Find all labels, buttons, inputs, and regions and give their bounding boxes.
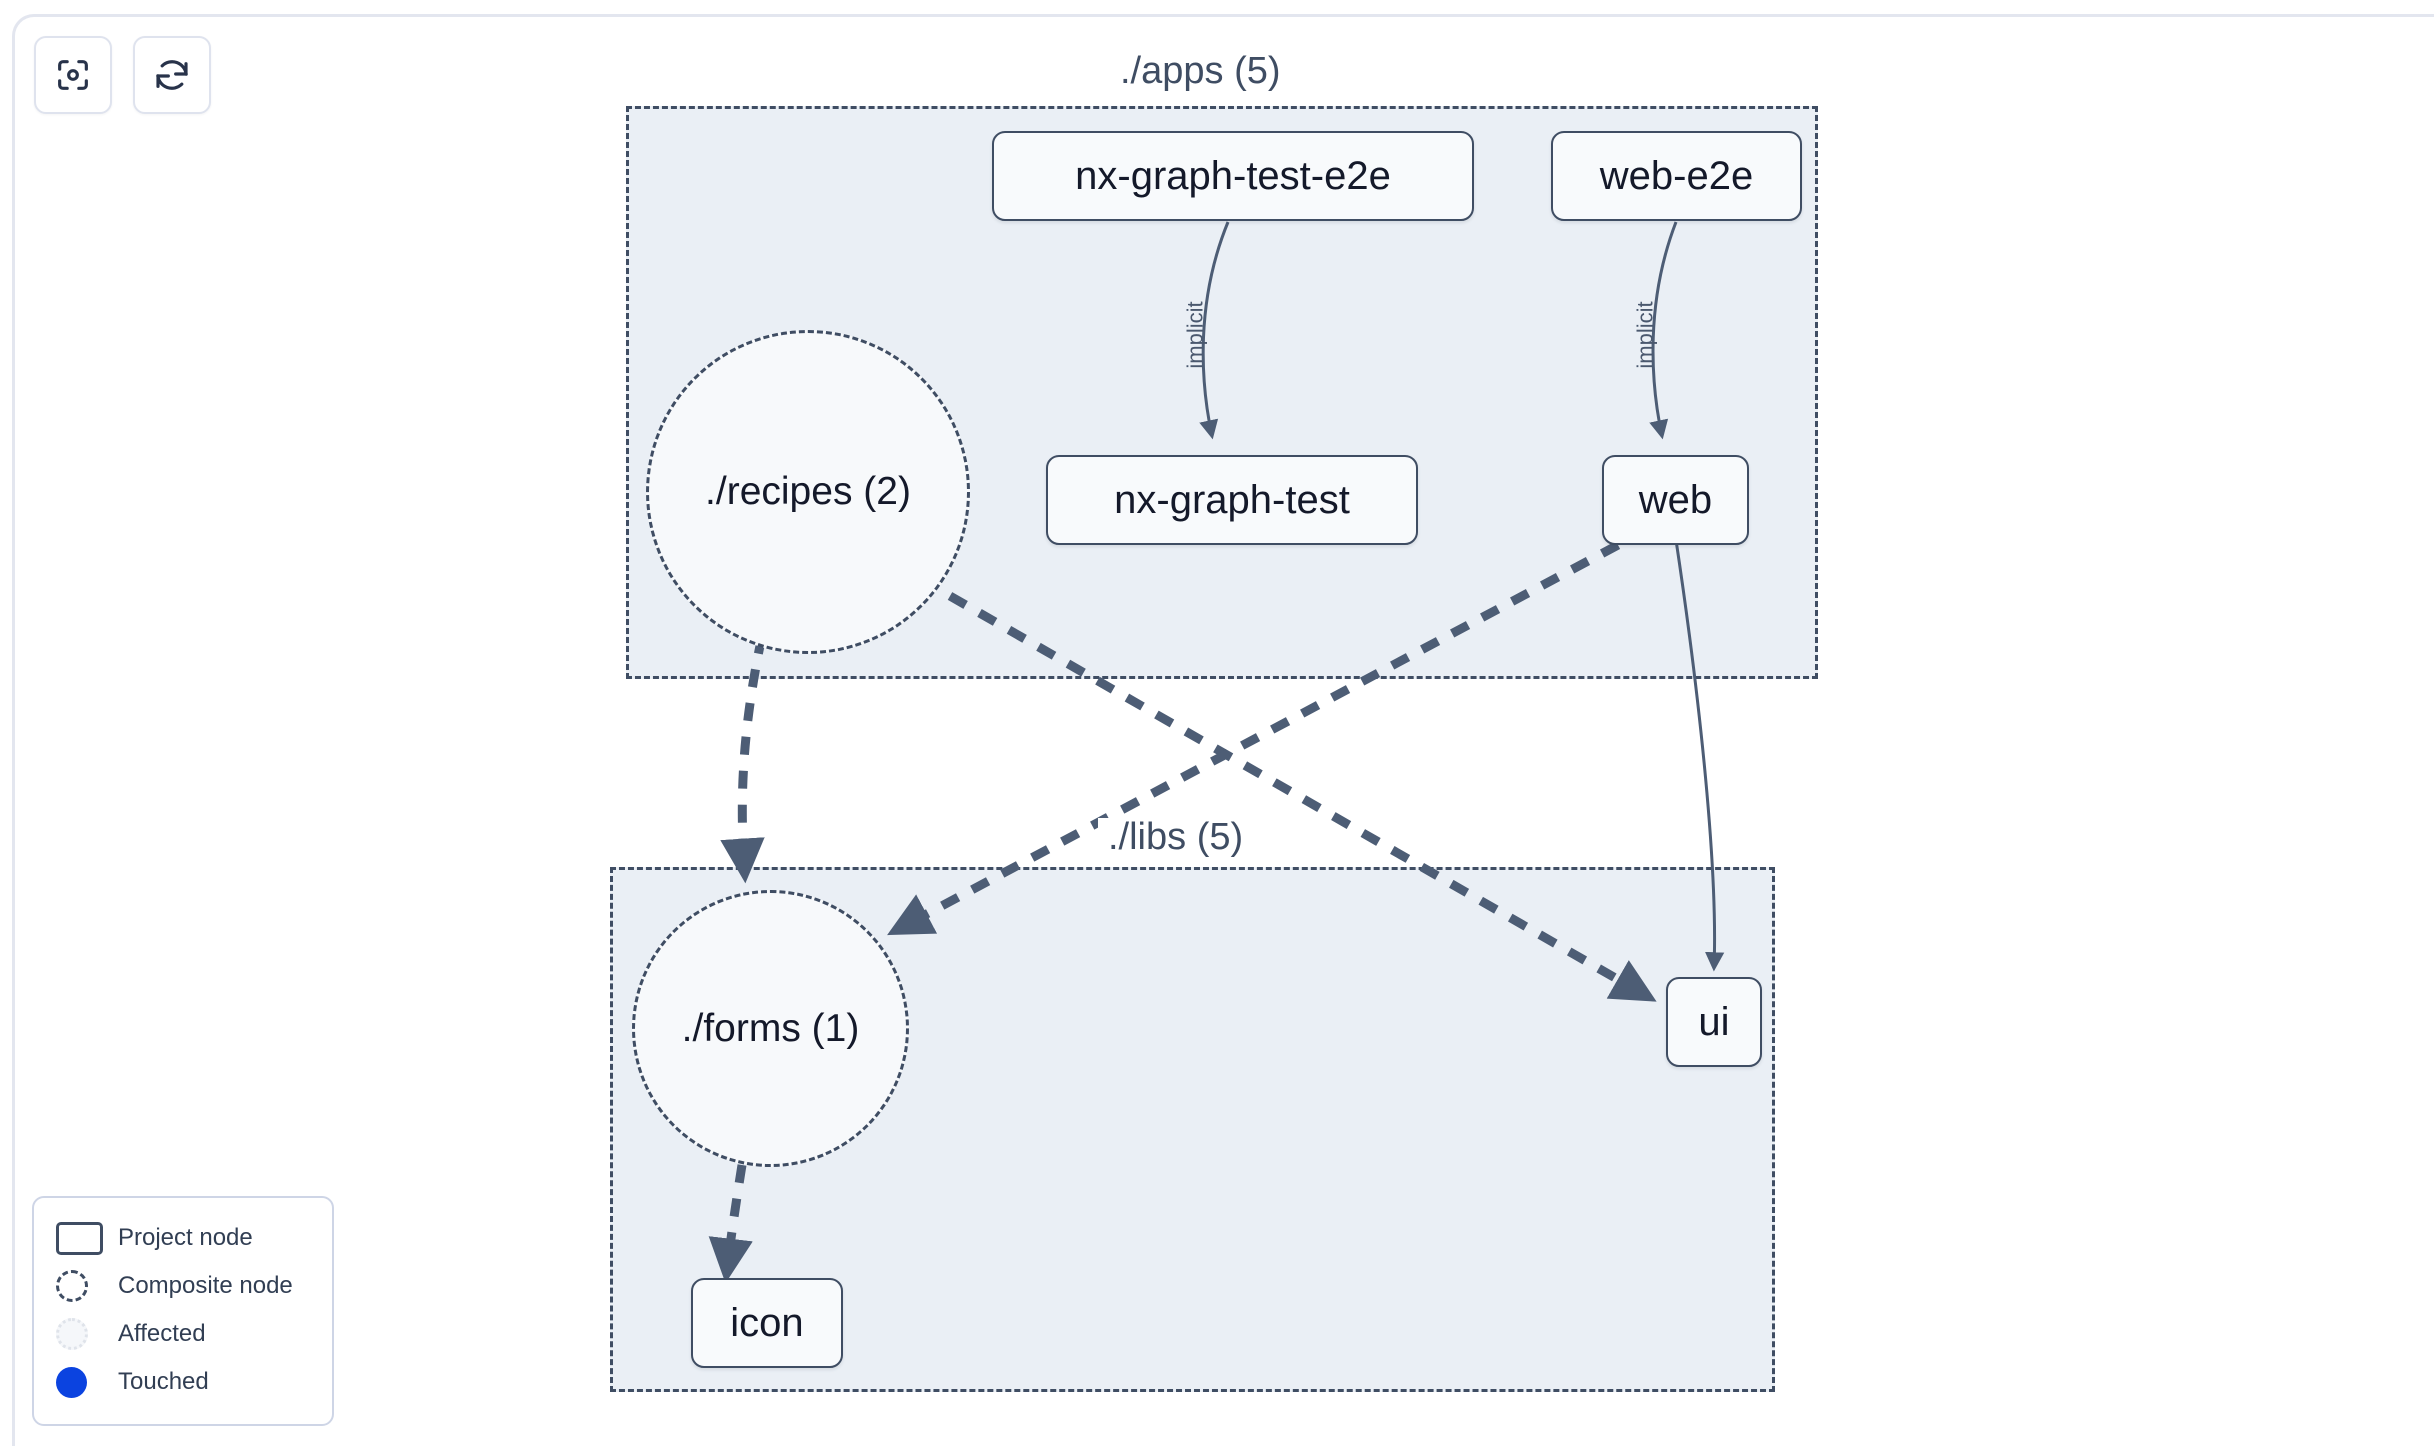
node-label: ui	[1698, 999, 1730, 1044]
graph-toolbar	[34, 36, 211, 114]
node-web-e2e[interactable]: web-e2e	[1551, 131, 1802, 221]
graph-legend: Project node Composite node Affected Tou…	[32, 1196, 334, 1426]
legend-item-touched: Touched	[56, 1358, 314, 1406]
focus-graph-button[interactable]	[34, 36, 112, 114]
group-apps-label: ./apps (5)	[1110, 51, 1291, 92]
node-label: nx-graph-test-e2e	[1075, 153, 1391, 198]
node-ui[interactable]: ui	[1666, 977, 1762, 1067]
node-label: web-e2e	[1599, 153, 1754, 198]
legend-item-project-node: Project node	[56, 1214, 314, 1262]
affected-swatch	[56, 1318, 110, 1350]
composite-node-swatch	[56, 1270, 110, 1302]
legend-label: Project node	[118, 1224, 253, 1251]
node-nx-graph-test-e2e[interactable]: nx-graph-test-e2e	[992, 131, 1474, 221]
refresh-icon	[152, 55, 192, 95]
touched-swatch	[56, 1366, 110, 1398]
legend-label: Affected	[118, 1320, 206, 1347]
legend-item-affected: Affected	[56, 1310, 314, 1358]
refresh-graph-button[interactable]	[133, 36, 211, 114]
node-web[interactable]: web	[1602, 455, 1749, 545]
focus-target-icon	[53, 55, 93, 95]
node-nx-graph-test[interactable]: nx-graph-test	[1046, 455, 1418, 545]
node-forms[interactable]: ./forms (1)	[632, 890, 909, 1167]
node-recipes[interactable]: ./recipes (2)	[646, 330, 970, 654]
node-label: icon	[730, 1300, 804, 1345]
node-label: ./recipes (2)	[705, 470, 911, 513]
project-node-swatch	[56, 1221, 110, 1255]
group-libs-label: ./libs (5)	[1098, 817, 1254, 858]
node-label: web	[1638, 477, 1713, 522]
legend-item-composite-node: Composite node	[56, 1262, 314, 1310]
legend-label: Touched	[118, 1368, 209, 1395]
node-label: ./forms (1)	[681, 1006, 860, 1050]
node-label: nx-graph-test	[1114, 477, 1350, 522]
legend-label: Composite node	[118, 1272, 293, 1299]
node-icon[interactable]: icon	[691, 1278, 843, 1368]
